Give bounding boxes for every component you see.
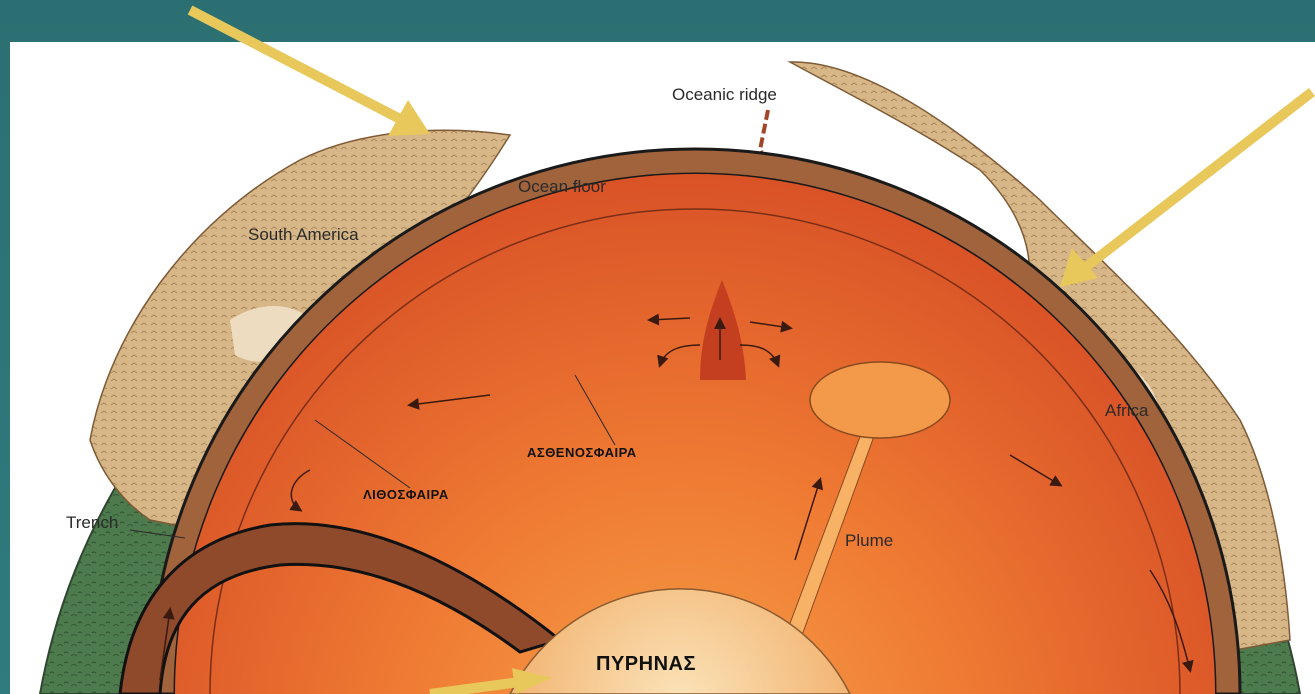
south-america-label: South America (248, 225, 359, 244)
lithosphere-label: ΛΙΘΟΣΦΑΙΡΑ (363, 487, 449, 502)
plume-label: Plume (845, 531, 893, 550)
trench-label: Trench (66, 513, 118, 532)
core-label: ΠΥΡΗΝΑΣ (596, 653, 696, 675)
diagram-panel: Oceanic ridge Ocean floor South America … (10, 42, 1315, 694)
plume-head (810, 362, 950, 438)
africa-label: Africa (1105, 401, 1149, 420)
plate-tectonics-diagram: Oceanic ridge Ocean floor South America … (10, 42, 1315, 694)
oceanic-ridge-label: Oceanic ridge (672, 85, 777, 104)
asthenosphere-label: ΑΣΘΕΝΟΣΦΑΙΡΑ (527, 445, 637, 460)
ocean-floor-label: Ocean floor (518, 177, 606, 196)
